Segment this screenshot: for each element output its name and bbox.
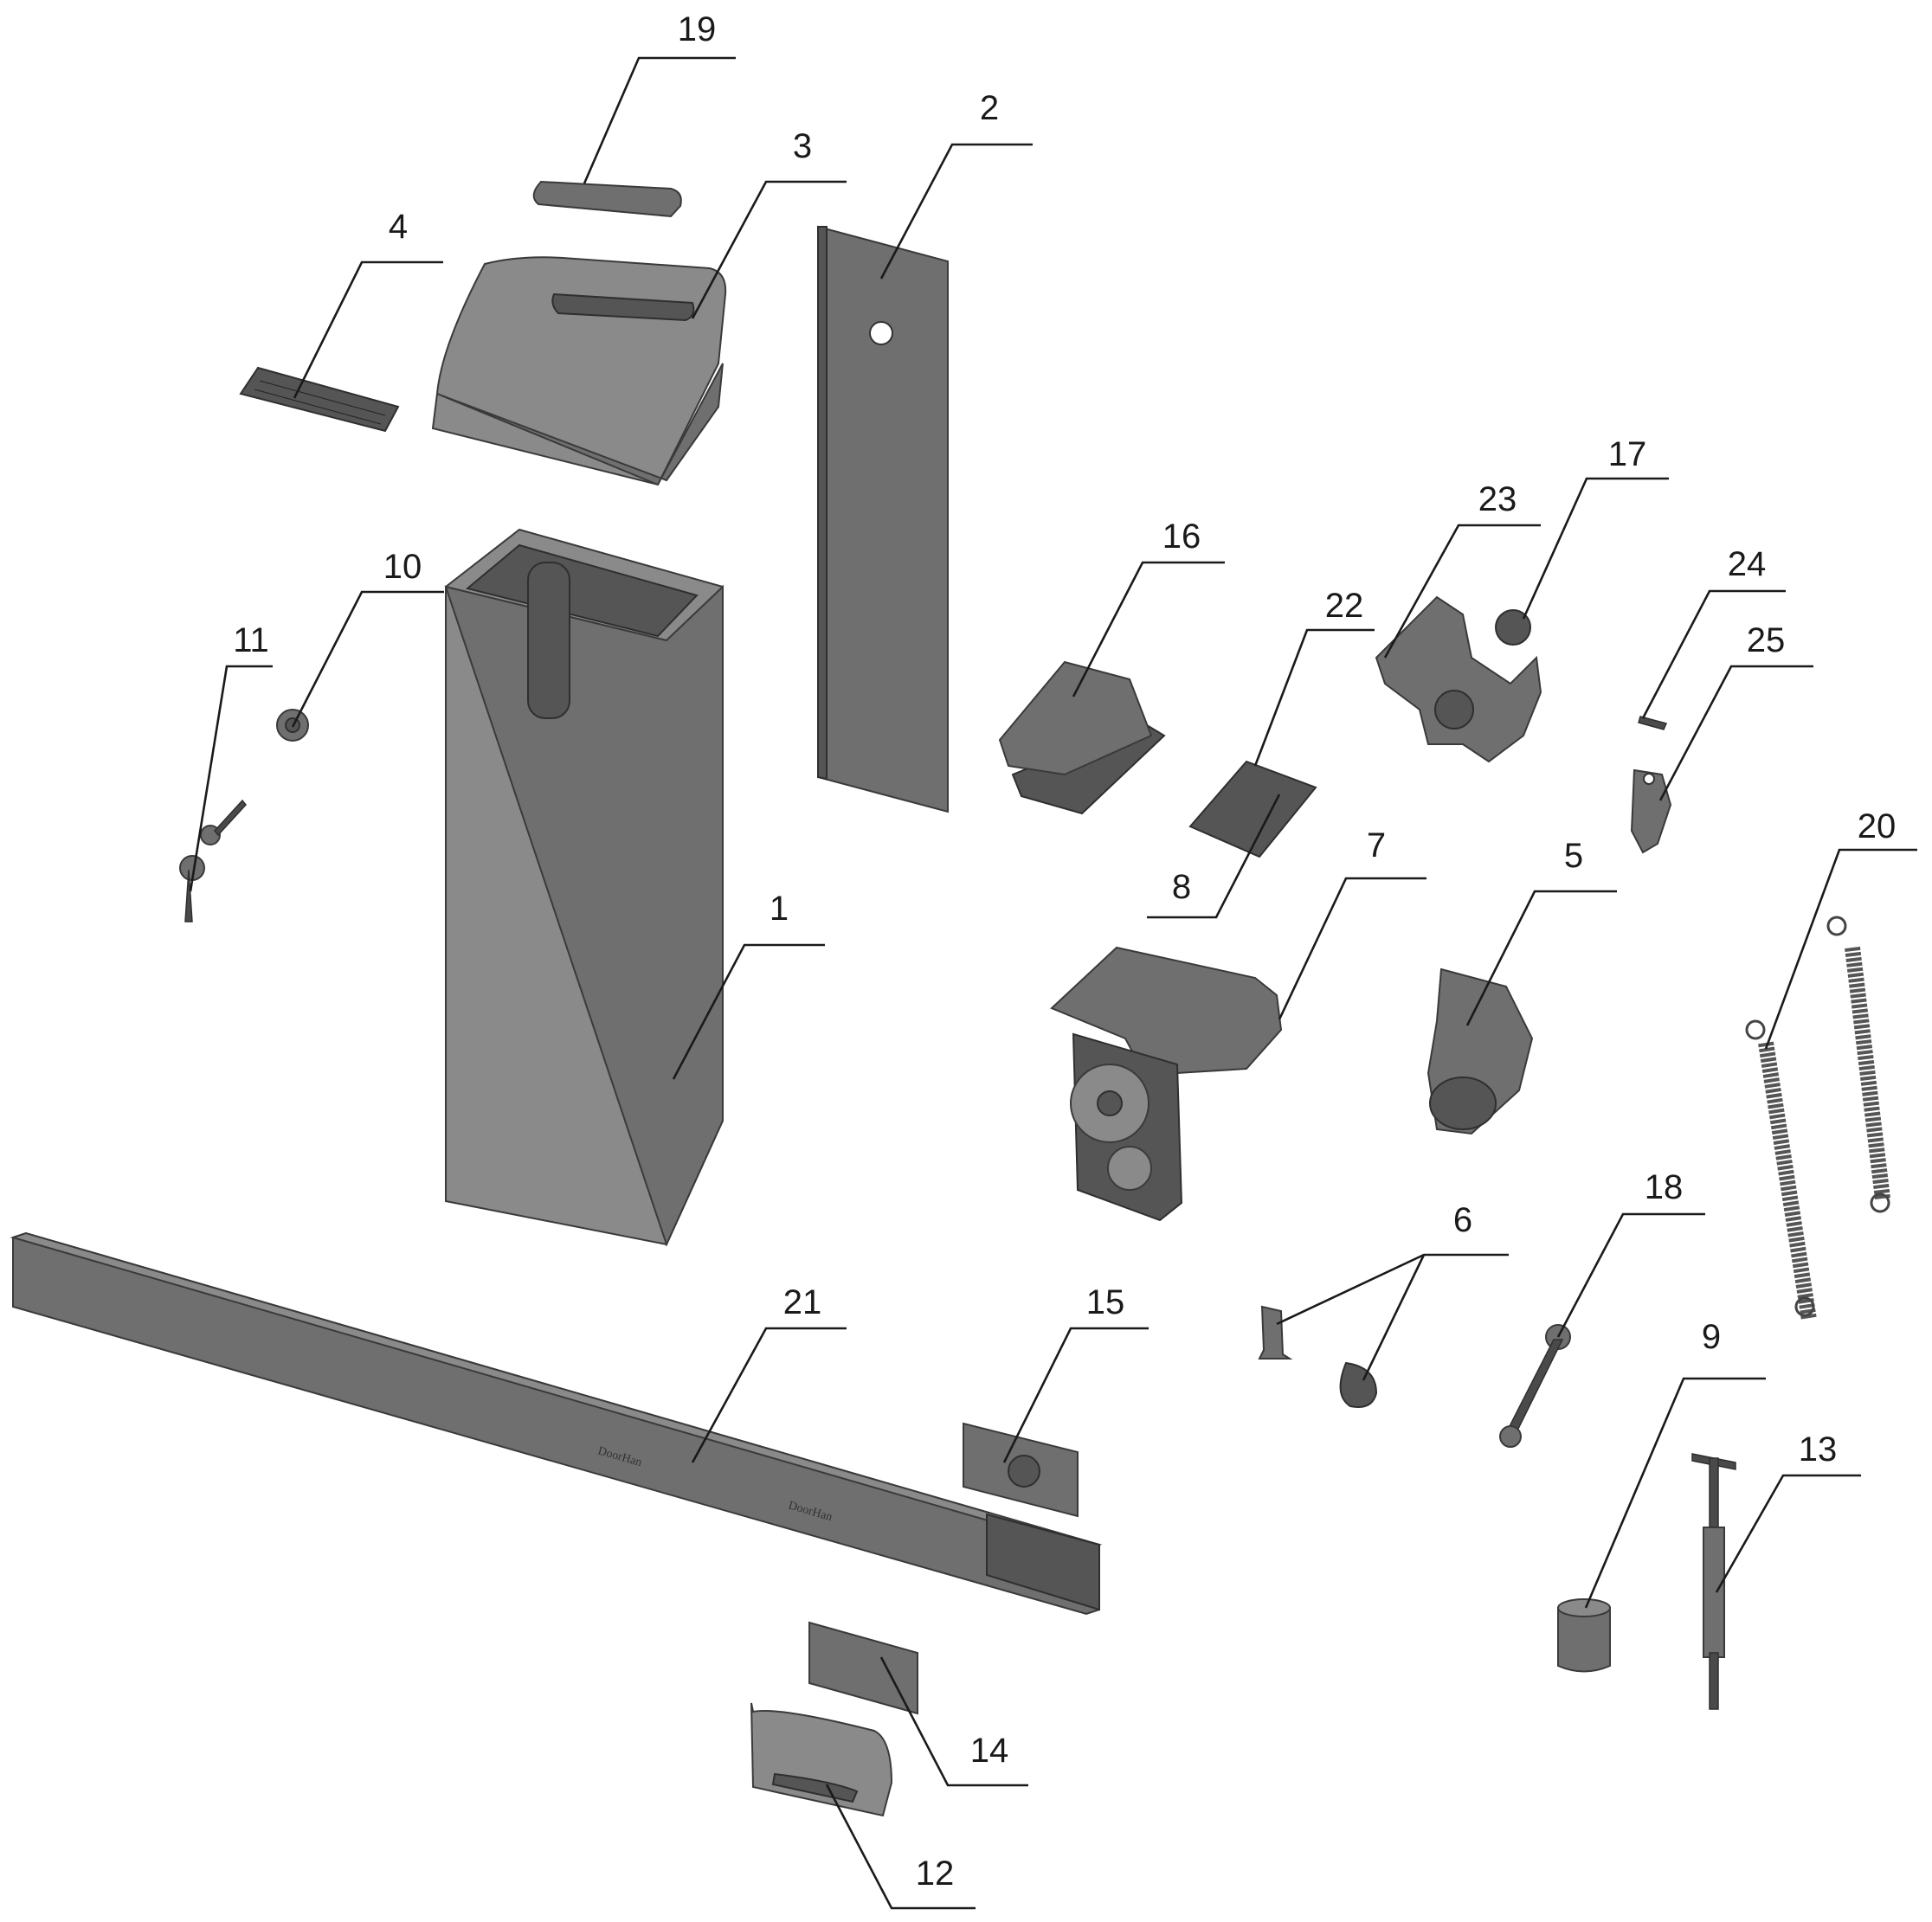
- part-25-spring-hook-bracket: [1630, 768, 1672, 854]
- leader-12: [825, 1784, 976, 1910]
- leader-2: [879, 143, 1033, 280]
- leader-8: [1147, 794, 1281, 919]
- leader-lines: [189, 56, 1917, 1910]
- leader-19: [583, 56, 736, 184]
- leader-18: [1556, 1212, 1705, 1338]
- callout-19: 19: [678, 10, 717, 48]
- callout-10: 10: [383, 548, 422, 586]
- leader-13: [1715, 1474, 1861, 1593]
- callout-6: 6: [1453, 1201, 1472, 1239]
- leader-22: [1253, 628, 1375, 767]
- part-15-boom-mount-plate: [963, 1422, 1079, 1518]
- callout-20: 20: [1858, 807, 1897, 845]
- callout-18: 18: [1645, 1168, 1684, 1206]
- part-6-limit-switch-brackets: [1258, 1305, 1378, 1408]
- callout-9: 9: [1702, 1318, 1721, 1356]
- callout-5: 5: [1564, 837, 1583, 875]
- part-9-counterweight: [1557, 1598, 1611, 1673]
- part-4-lamp-grid: [239, 366, 400, 433]
- callout-8: 8: [1172, 868, 1191, 906]
- leader-10: [291, 590, 444, 728]
- part-18-connecting-rod: [1499, 1324, 1571, 1448]
- part-14-boom-fixing-plate: [808, 1621, 918, 1715]
- part-12-boom-end-cap: [750, 1702, 893, 1817]
- part-24-pin: [1638, 716, 1668, 730]
- leader-25: [1658, 665, 1813, 801]
- leader-1: [672, 943, 825, 1080]
- part-16-control-unit-box: [998, 660, 1166, 815]
- part-7-frame-with-gears: [1050, 946, 1283, 1222]
- part-3-top-cover: [431, 256, 727, 486]
- callout-11: 11: [233, 621, 269, 659]
- leader-11: [189, 665, 273, 892]
- part-2-door-panel: [817, 225, 949, 813]
- leader-9: [1584, 1377, 1766, 1609]
- callout-12: 12: [916, 1855, 955, 1893]
- callout-22: 22: [1325, 587, 1364, 625]
- leader-20: [1764, 848, 1917, 1050]
- leader-7: [1278, 877, 1426, 1020]
- leader-16: [1072, 561, 1225, 697]
- callout-4: 4: [389, 208, 408, 246]
- callout-2: 2: [980, 89, 999, 127]
- leader-24: [1641, 589, 1786, 719]
- callout-25: 25: [1747, 621, 1786, 659]
- callout-17: 17: [1608, 435, 1647, 473]
- part-13-tension-rod: [1691, 1453, 1736, 1710]
- callout-21: 21: [783, 1283, 822, 1321]
- leader-4: [293, 260, 443, 399]
- leader-14: [879, 1656, 1028, 1787]
- leader-15: [1002, 1327, 1149, 1463]
- part-5-motor-gearbox: [1426, 967, 1534, 1135]
- leader-5: [1465, 890, 1617, 1026]
- callout-1: 1: [770, 890, 789, 928]
- callout-3: 3: [793, 127, 812, 165]
- part-23-17-lever-assembly: [1375, 595, 1542, 763]
- callout-23: 23: [1478, 480, 1517, 518]
- part-20-springs: [1745, 916, 1890, 1321]
- part-22-control-board: [1188, 760, 1317, 858]
- callout-numbers: 19 3 4 2 10 11 1 21 15 14 12 16 22 8 23 …: [233, 10, 1896, 1893]
- callout-24: 24: [1728, 545, 1767, 583]
- part-21-boom-arm: DoorHan DoorHan: [10, 1231, 1103, 1616]
- leader-6a: [1276, 1253, 1509, 1326]
- callout-15: 15: [1086, 1283, 1125, 1321]
- leader-23: [1383, 524, 1541, 659]
- callout-14: 14: [970, 1732, 1009, 1770]
- leader-17: [1522, 477, 1669, 620]
- leader-21: [691, 1327, 847, 1463]
- leader-6b: [1362, 1254, 1426, 1381]
- part-1-housing-column: [444, 528, 724, 1247]
- callout-13: 13: [1799, 1430, 1838, 1469]
- part-19-top-cover-insert: [532, 180, 682, 218]
- leader-3: [691, 180, 847, 319]
- callout-16: 16: [1162, 517, 1201, 556]
- callout-7: 7: [1367, 826, 1386, 865]
- part-11-keys: [179, 799, 247, 922]
